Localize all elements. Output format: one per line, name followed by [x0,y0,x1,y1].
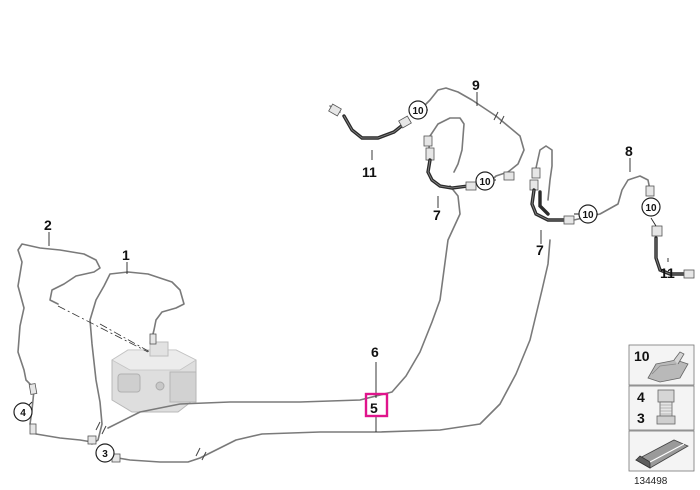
label-1: 1 [122,247,130,263]
label-2: 2 [44,217,52,233]
legend-label-10: 10 [634,348,650,364]
callout-10-right: 10 [578,204,598,224]
brake-pipe-9 [417,87,525,181]
legend-label-3: 3 [637,410,645,426]
callout-10-upper-right: 10 [475,171,495,191]
brake-pipe-right [529,145,655,225]
centerline [99,323,151,353]
doc-id: 134498 [634,476,668,487]
svg-text:10: 10 [479,177,491,188]
union-nut-icon [656,389,676,425]
label-5: 5 [370,400,378,416]
brake-pipe-6 [95,185,461,435]
legend-label-4: 4 [637,389,645,405]
svg-text:10: 10 [412,106,424,117]
brake-hose-11-upper [328,103,412,140]
label-7-upper: 7 [433,207,441,223]
abs-hydraulic-unit [111,341,197,413]
highlight-box [364,392,389,418]
svg-text:3: 3 [102,449,108,460]
callout-4: 4 [13,402,33,422]
brake-hose-11-right [651,225,695,279]
label-11-right: 11 [660,265,675,281]
callout-10-far-right: 10 [641,197,661,217]
svg-text:10: 10 [645,203,657,214]
label-6: 6 [371,344,379,360]
legend-panel: 10 4 3 [628,344,695,472]
centerline [57,305,149,353]
svg-text:4: 4 [20,408,26,419]
label-8: 8 [625,143,633,159]
bracket-icon [635,439,689,469]
svg-text:10: 10 [582,210,594,221]
callout-10-upper-left: 10 [408,100,428,120]
brake-hose-7-upper [426,158,477,191]
label-11-upper: 11 [362,164,377,180]
label-7-right: 7 [536,242,544,258]
brake-pipe-1 [87,271,185,445]
label-9: 9 [472,77,480,93]
callout-3: 3 [95,443,115,463]
clip-icon [647,351,689,383]
